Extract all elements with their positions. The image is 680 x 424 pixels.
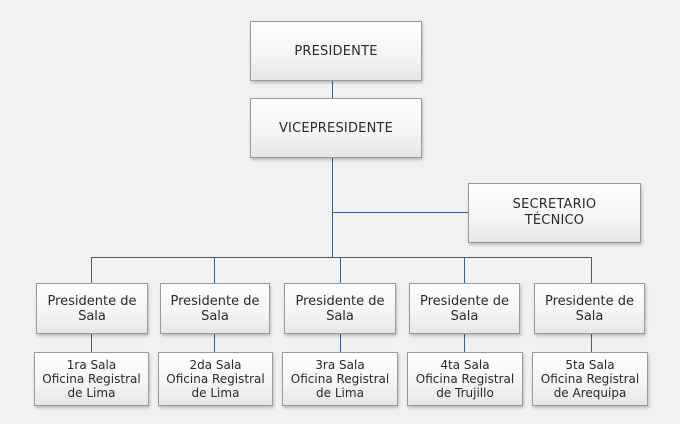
chamber-office-label: 1ra Sala Oficina Registral de Lima xyxy=(42,358,141,400)
secretary-label: SECRETARIO TÉCNICO xyxy=(512,197,597,228)
chamber-president-box-2: Presidente de Sala xyxy=(160,283,270,334)
connector-sala-3 xyxy=(340,333,341,353)
chamber-office-box-2: 2da Sala Oficina Registral de Lima xyxy=(158,352,273,406)
connector-drop-3 xyxy=(340,257,341,284)
connector-president-vice xyxy=(332,80,333,99)
chamber-office-box-3: 3ra Sala Oficina Registral de Lima xyxy=(282,352,398,406)
connector-sala-5 xyxy=(591,333,592,353)
connector-drop-5 xyxy=(591,257,592,284)
chamber-office-label: 3ra Sala Oficina Registral de Lima xyxy=(290,358,390,400)
chamber-office-box-5: 5ta Sala Oficina Registral de Arequipa xyxy=(532,352,648,406)
president-label: PRESIDENTE xyxy=(294,43,378,59)
chamber-president-label: Presidente de Sala xyxy=(295,293,385,324)
connector-horizontal-bus xyxy=(91,257,592,258)
connector-drop-4 xyxy=(464,257,465,284)
chamber-president-label: Presidente de Sala xyxy=(544,293,635,324)
chamber-president-box-4: Presidente de Sala xyxy=(409,283,520,334)
connector-drop-2 xyxy=(214,257,215,284)
chamber-president-box-1: Presidente de Sala xyxy=(36,283,148,334)
chamber-office-label: 4ta Sala Oficina Registral de Trujillo xyxy=(415,358,515,400)
chamber-president-box-3: Presidente de Sala xyxy=(284,283,396,334)
vicepresident-box: VICEPRESIDENTE xyxy=(250,98,422,158)
chamber-office-box-4: 4ta Sala Oficina Registral de Trujillo xyxy=(407,352,523,406)
chamber-office-label: 5ta Sala Oficina Registral de Arequipa xyxy=(540,358,640,400)
vicepresident-label: VICEPRESIDENTE xyxy=(278,120,394,136)
chamber-president-label: Presidente de Sala xyxy=(47,293,137,324)
connector-drop-1 xyxy=(91,257,92,284)
chamber-office-label: 2da Sala Oficina Registral de Lima xyxy=(166,358,265,400)
chamber-president-label: Presidente de Sala xyxy=(170,293,260,324)
connector-secretary xyxy=(332,212,469,213)
chamber-office-box-1: 1ra Sala Oficina Registral de Lima xyxy=(34,352,149,406)
connector-vice-trunk xyxy=(332,158,333,258)
president-box: PRESIDENTE xyxy=(250,21,422,81)
chamber-president-label: Presidente de Sala xyxy=(419,293,510,324)
connector-sala-1 xyxy=(91,333,92,353)
secretary-box: SECRETARIO TÉCNICO xyxy=(468,183,641,243)
chamber-president-box-5: Presidente de Sala xyxy=(534,283,645,334)
connector-sala-2 xyxy=(214,333,215,353)
connector-sala-4 xyxy=(464,333,465,353)
